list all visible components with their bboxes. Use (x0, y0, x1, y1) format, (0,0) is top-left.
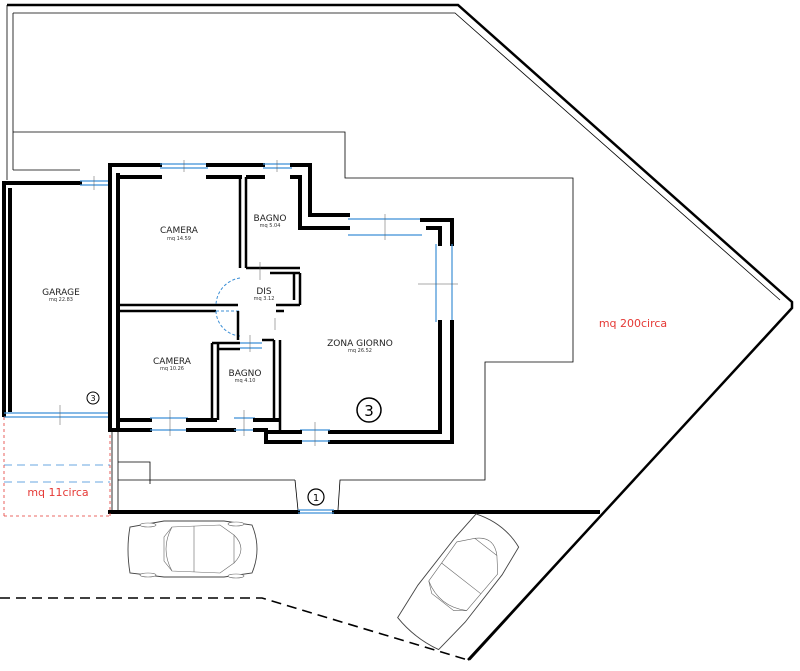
entrance-marker: 1 (307, 488, 325, 506)
house-walls (108, 163, 454, 444)
room-name: CAMERA (153, 357, 192, 367)
room-name: DIS (256, 287, 272, 297)
svg-text:3: 3 (90, 394, 95, 403)
room-area: mq 4.10 (235, 378, 256, 384)
room-bagno-2: BAGNO mq 4.10 (229, 369, 262, 384)
room-name: ZONA GIORNO (327, 339, 393, 349)
room-name: BAGNO (229, 369, 262, 379)
parking-zone (3, 417, 111, 517)
parking-area-label: mq 11circa (27, 486, 88, 499)
svg-text:1: 1 (313, 493, 319, 504)
window-tags (59, 160, 458, 446)
room-name: CAMERA (160, 226, 199, 236)
room-name: BAGNO (254, 214, 287, 224)
terrace-outline (13, 131, 574, 511)
garage-marker: 3 (86, 391, 100, 405)
room-area: mq 14.59 (167, 236, 191, 242)
room-zona-giorno: ZONA GIORNO mq 26.52 (327, 339, 393, 354)
front-wall (108, 430, 600, 514)
room-camera-1: CAMERA mq 14.59 (160, 226, 199, 242)
property-boundary (6, 3, 794, 661)
car-icon (127, 520, 258, 579)
room-area: mq 5.04 (260, 223, 281, 229)
street-line (0, 597, 469, 661)
living-marker: 3 (356, 397, 382, 423)
garden-area-label: mq 200circa (599, 317, 667, 330)
garage-walls (2, 180, 110, 418)
room-area: mq 3.12 (254, 296, 275, 302)
car-icon (397, 513, 520, 651)
room-area: mq 10.26 (160, 366, 184, 372)
room-bagno-1: BAGNO mq 5.04 (254, 214, 287, 229)
room-dis: DIS mq 3.12 (254, 287, 275, 302)
room-camera-2: CAMERA mq 10.26 (153, 357, 192, 372)
interior-walls (118, 177, 302, 430)
room-area: mq 26.52 (348, 348, 372, 354)
svg-text:3: 3 (364, 402, 374, 420)
room-area: mq 22.83 (49, 297, 73, 303)
room-name: GARAGE (42, 288, 80, 298)
room-garage: GARAGE mq 22.83 (42, 288, 80, 303)
